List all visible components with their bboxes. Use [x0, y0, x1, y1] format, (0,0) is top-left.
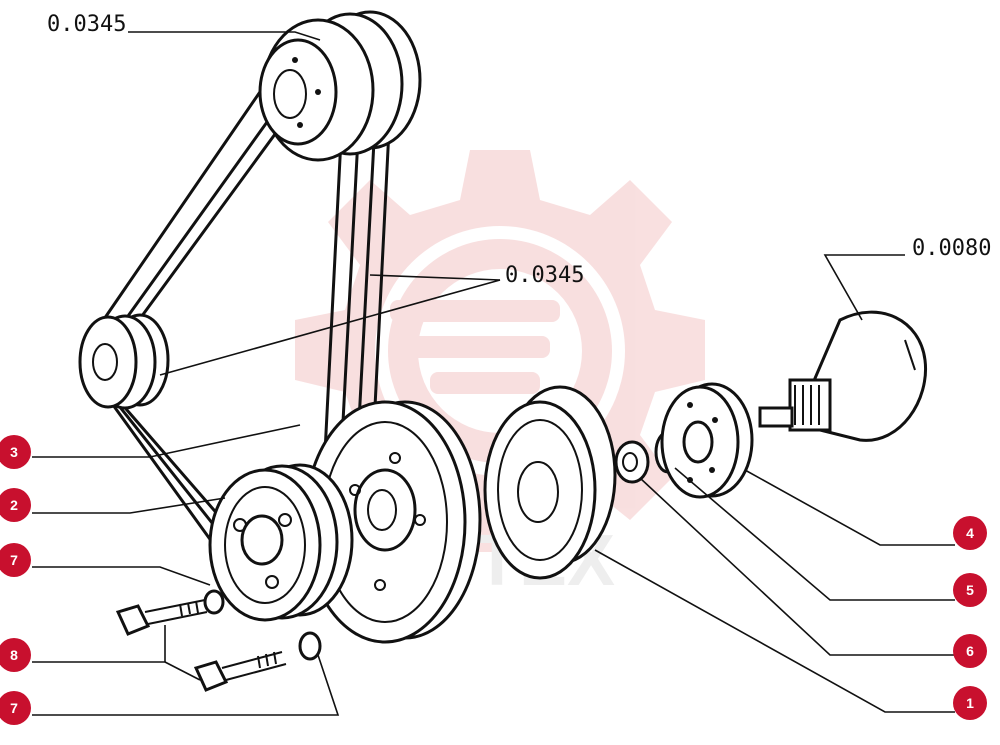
callout-7-left-upper: 7 — [0, 543, 31, 577]
nut — [614, 440, 650, 484]
callout-8-left: 8 — [0, 638, 31, 672]
svg-text:5: 5 — [966, 582, 974, 598]
washer-small-upper — [203, 589, 225, 615]
callout-leaders-left — [32, 424, 340, 716]
ref-label-alternator-pulley: 0.0345 — [47, 12, 126, 37]
ref-label-crankshaft: 0.0080 — [912, 236, 991, 261]
reference-leaders — [128, 31, 905, 376]
callout-1-right: 1 — [953, 686, 987, 720]
crankshaft-pulley — [303, 400, 482, 644]
damper-ring — [483, 385, 617, 580]
svg-text:4: 4 — [966, 525, 974, 541]
bolt-lower — [193, 651, 287, 692]
crankshaft — [758, 310, 928, 442]
front-double-pulley — [208, 463, 354, 622]
callout-5-right: 5 — [953, 573, 987, 607]
idler-pulley — [78, 313, 170, 410]
washer-small-lower — [298, 631, 322, 661]
hub-flange — [660, 382, 754, 499]
bolt-upper — [115, 599, 208, 636]
svg-text:7: 7 — [10, 552, 18, 568]
alternator-pulley — [258, 10, 422, 162]
svg-text:6: 6 — [966, 643, 974, 659]
callout-3-left: 3 — [0, 435, 31, 469]
callout-2-left: 2 — [0, 488, 31, 522]
svg-text:1: 1 — [966, 695, 974, 711]
callout-leaders-right — [594, 467, 955, 713]
ref-label-belt: 0.0345 — [505, 263, 584, 288]
svg-text:8: 8 — [10, 647, 18, 663]
callout-4-right: 4 — [953, 516, 987, 550]
svg-text:7: 7 — [10, 700, 18, 716]
svg-text:3: 3 — [10, 444, 18, 460]
svg-text:2: 2 — [10, 497, 18, 513]
callout-6-right: 6 — [953, 634, 987, 668]
callout-7-left-lower: 7 — [0, 691, 31, 725]
